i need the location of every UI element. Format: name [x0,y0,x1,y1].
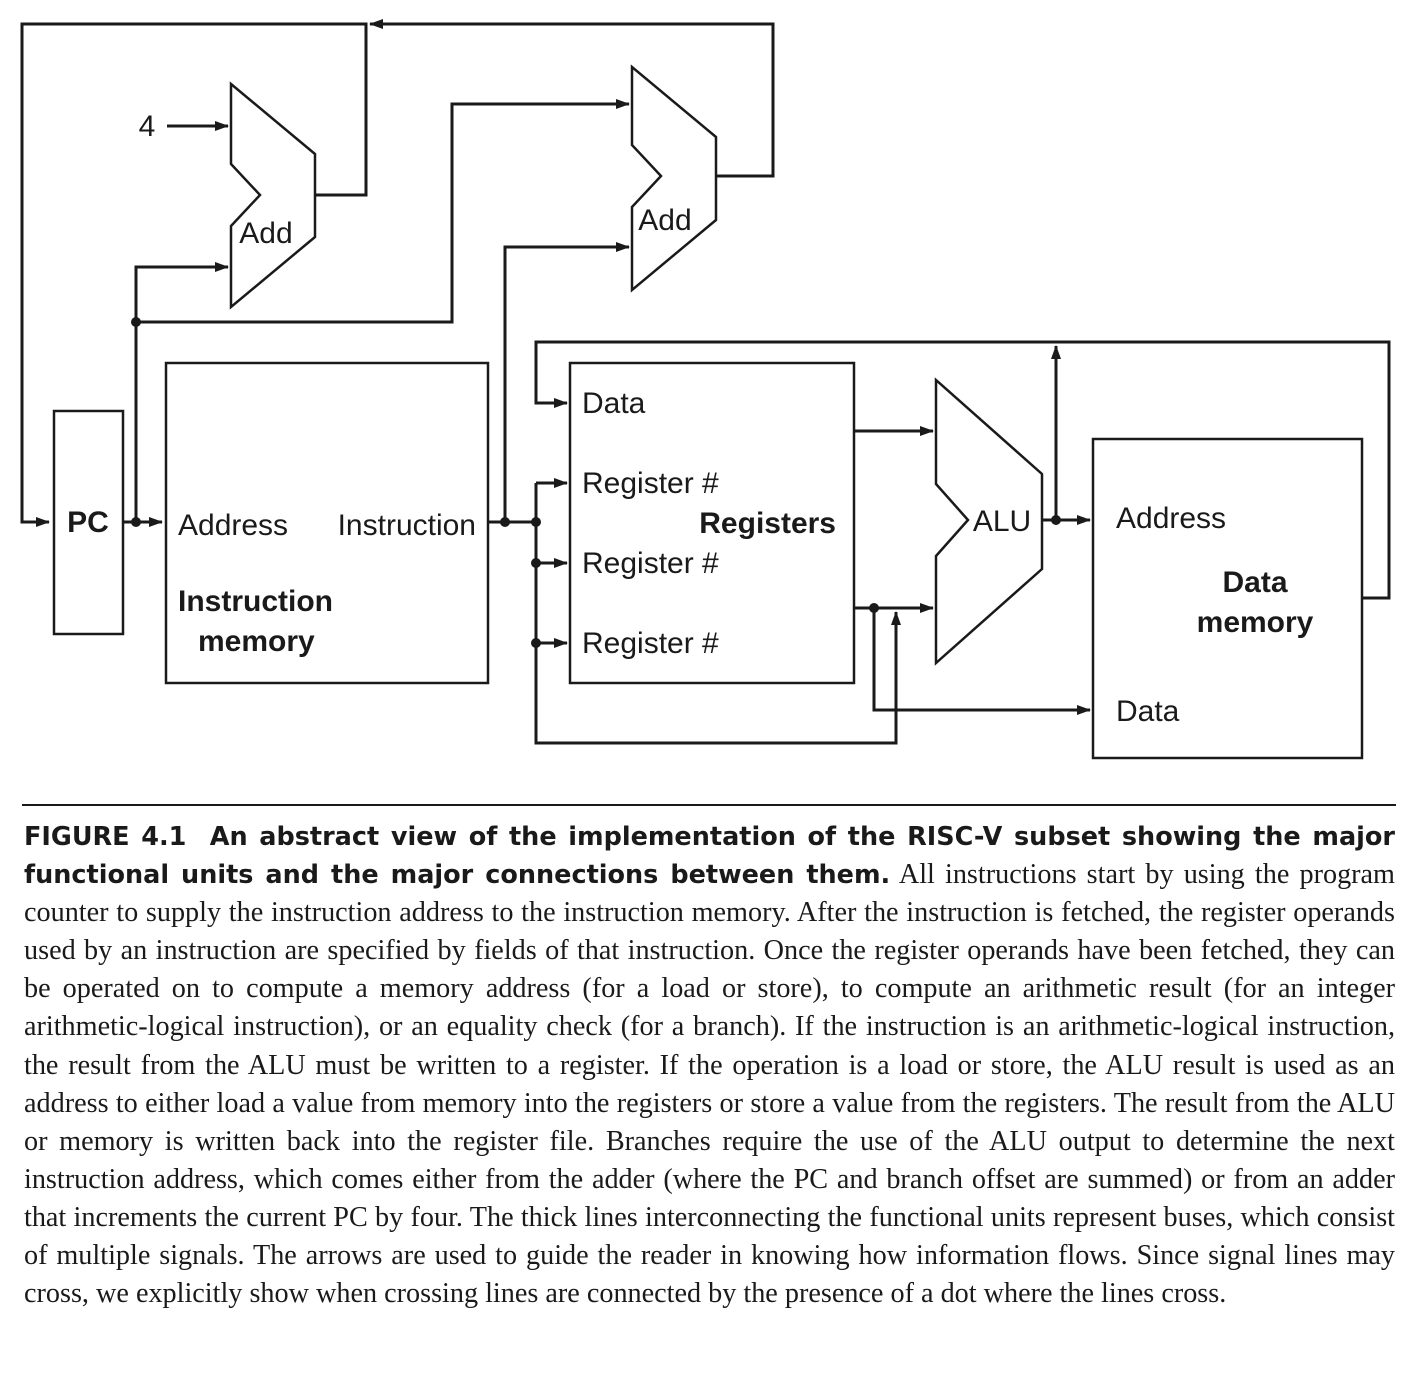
junction-dot [531,517,541,527]
imem-instruction-label: Instruction [338,509,476,542]
junction-dot [531,638,541,648]
wires [20,19,1391,745]
wire-reg-to-dmem-data [872,608,1091,715]
wire-pc-to-adder [134,262,229,522]
branch-adder [630,64,718,293]
caption-title: An abstract view of the implementation o… [24,822,1395,891]
junctions [131,317,1061,648]
caption-body: All instructions start by using the prog… [24,859,1395,1310]
caption-figure-number: FIGURE 4.1 [24,822,187,852]
imem-address-label: Address [178,509,288,542]
wire-branch-adder-out [369,19,775,178]
alu-label: ALU [973,505,1031,538]
datapath-diagram: PC 4 Add Add Address Instruction Instruc… [20,19,1391,760]
reg-register-label-1: Register # [582,467,719,500]
dmem-address-label: Address [1116,502,1226,535]
register-file [568,361,856,685]
reg-data-label: Data [582,387,646,420]
branch-adder-label: Add [638,204,691,237]
junction-dot [869,603,879,613]
pc-label: PC [67,506,109,539]
instruction-memory [164,361,490,685]
dmem-title-line1: Data [1222,566,1287,599]
wire-pc-to-branch-adder [136,99,630,324]
junction-dot [131,517,141,527]
wire-adder-to-pc [20,22,368,527]
imem-title-line2: memory [198,625,315,658]
data-memory [1091,437,1364,760]
pc-adder-label: Add [239,217,292,250]
pc-register [52,409,125,636]
wire-instruction-vertical [534,483,901,745]
junction-dot [131,317,141,327]
wire-writeback [534,340,1391,600]
reg-register-label-3: Register # [582,627,719,660]
reg-register-label-2: Register # [582,547,719,580]
dmem-title-line2: memory [1197,606,1314,639]
junction-dot [500,517,510,527]
registers-title: Registers [699,507,836,540]
junction-dot [531,558,541,568]
constant-four: 4 [139,110,156,143]
wire-instruction-to-branch-adder [503,242,630,522]
alu [934,377,1044,666]
imem-title-line1: Instruction [178,585,333,618]
pc-adder [229,81,317,310]
caption-divider [22,804,1396,806]
figure-caption: FIGURE 4.1 An abstract view of the imple… [24,818,1395,1313]
dmem-data-label: Data [1116,695,1180,728]
junction-dot [1051,515,1061,525]
